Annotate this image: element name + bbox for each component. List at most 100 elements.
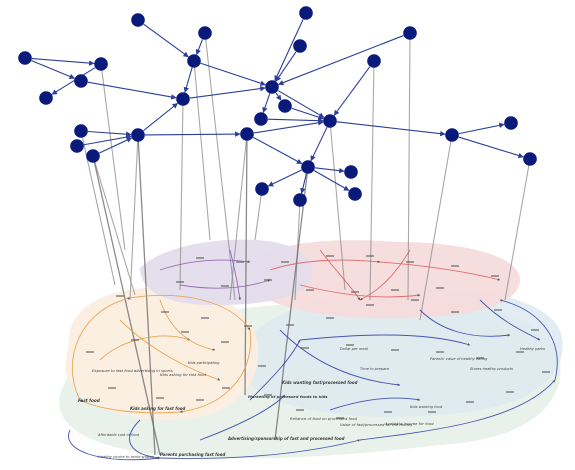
label-reliance-processed-food: Reliance of food on processed food [290,416,357,421]
connector-line [419,134,453,321]
causal-variable-mark [222,387,230,389]
network-node [504,116,518,130]
causal-variable-mark [156,397,164,399]
causal-variable-mark [161,311,169,313]
network-node [445,128,459,142]
causal-link [129,419,161,460]
causal-link [419,309,511,337]
connector-line [229,133,248,301]
label-available-income-food: Available income for food [384,421,434,426]
causal-variable-mark [264,279,272,281]
network-node [299,6,313,20]
causal-variable-mark [306,289,314,291]
label-stores-healthy: Stores healthy products [470,367,513,371]
causal-link [199,394,286,441]
causal-variable-mark [221,341,229,343]
causal-link [79,399,181,414]
causal-link [229,249,242,301]
causal-variable-mark [346,344,354,346]
network-edge [277,90,325,118]
network-node [348,187,362,201]
causal-variable-mark [108,387,116,389]
network-node [367,54,381,68]
causal-variable-mark [296,409,304,411]
connector-line [204,32,236,301]
causal-loop-layer [68,249,558,461]
connector-line [329,120,346,291]
network-node [403,26,417,40]
label-parents-purchasing: Parents purchasing fast food [160,452,225,457]
network-edge [87,130,132,137]
label-fast-food: Fast food [78,398,101,403]
network-node-layer [18,6,537,207]
network-edge [83,134,132,146]
connector-line [179,98,184,291]
causal-link [279,329,401,387]
causal-variable-mark [281,261,289,263]
causal-variable-mark [176,281,184,283]
causal-link [479,299,541,341]
network-node [293,39,307,53]
causal-link [299,284,421,298]
network-edge [313,170,350,191]
causal-variable-mark [428,411,436,413]
network-node [74,74,88,88]
network-node [255,182,269,196]
network-node [86,149,100,163]
causal-link [499,299,558,381]
causal-link [329,397,421,411]
network-edge [253,120,324,134]
causal-link [319,249,361,301]
network-node [254,112,268,126]
causal-variable-mark [436,351,444,353]
network-edge [87,81,177,100]
causal-link [159,299,216,351]
causal-link [179,279,271,289]
network-node [344,165,358,179]
network-edge [143,102,178,132]
causal-variable-mark [476,357,484,359]
label-kids-participating: Kids participating [188,361,220,365]
causal-variable-mark [451,311,459,313]
causal-variable-mark [494,309,502,311]
network-node [187,54,201,68]
causal-link [299,334,471,346]
causal-variable-mark [301,347,309,349]
causal-variable-mark [196,257,204,259]
causal-variable-mark [391,349,399,351]
connector-line [407,32,411,301]
causal-variable-mark [196,399,204,401]
network-node [131,13,145,27]
causal-variable-mark [411,299,419,301]
causal-variable-mark [131,339,139,341]
causal-variable-mark [258,365,266,367]
orange-region [65,287,259,421]
connector-line [92,155,161,456]
causal-variable-mark [436,287,444,289]
connector-line [92,155,136,296]
causal-link [269,259,381,271]
causal-link [379,261,501,281]
network-node [240,127,254,141]
label-advertising-sponsorship: Advertising/sponsorship of fast and proc… [227,436,345,441]
causal-variable-mark [366,304,374,306]
causal-variable-marks [86,255,550,419]
causal-link [119,319,221,381]
network-edge [189,85,266,99]
label-value-processed-money: Value of fast/processed for the money [340,422,413,427]
label-kids-asking-fast-food: Kids asking for fast food [130,406,186,411]
causal-variable-mark [542,371,550,373]
label-parents-value-healthy: Parents' value of healthy eating [430,357,488,361]
network-edge [300,173,307,194]
label-kids-asking-fast-food-2: Kids asking for fast food [160,372,206,377]
connector-line [369,60,375,301]
causal-variable-mark [181,331,189,333]
network-edge [336,121,446,137]
network-edge [275,92,282,101]
red-region [255,240,520,319]
label-healthy-parks: Healthy parks [520,347,545,351]
label-marketing-processed-foods: Marketing of processed foods to kids [248,394,328,399]
causal-variable-mark [264,394,272,396]
network-node [39,91,53,105]
